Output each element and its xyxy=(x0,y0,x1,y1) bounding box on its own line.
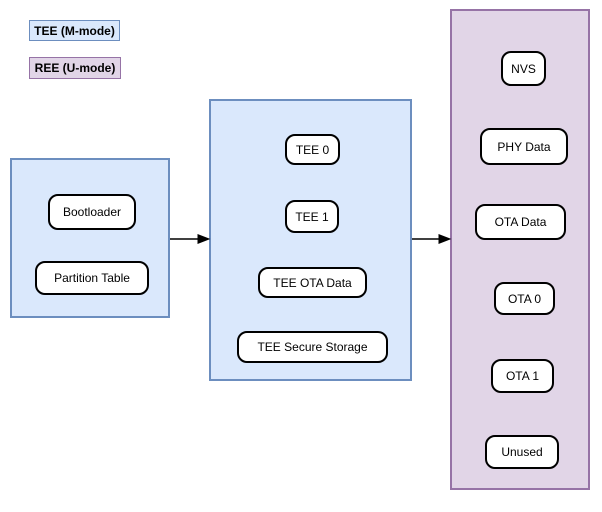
node-unused: Unused xyxy=(485,435,559,469)
node-tee-secure-storage: TEE Secure Storage xyxy=(237,331,388,363)
node-ota-data-label: OTA Data xyxy=(494,215,547,229)
legend-tee-label: TEE (M-mode) xyxy=(34,23,115,38)
node-tee-secure-storage-label: TEE Secure Storage xyxy=(257,340,368,354)
node-nvs-label: NVS xyxy=(511,61,536,76)
node-tee-ota-data-label: TEE OTA Data xyxy=(273,275,352,290)
node-bootloader: Bootloader xyxy=(48,194,136,230)
node-ota-1-label: OTA 1 xyxy=(505,369,540,383)
node-partition-table-label: Partition Table xyxy=(54,271,130,285)
node-bootloader-label: Bootloader xyxy=(62,205,122,219)
legend-tee-m-mode: TEE (M-mode) xyxy=(29,20,120,41)
legend-ree-label: REE (U-mode) xyxy=(34,61,116,75)
arrow-boot-to-tee xyxy=(170,233,211,245)
node-ota-data: OTA Data xyxy=(475,204,566,240)
node-ota-0-label: OTA 0 xyxy=(507,291,542,306)
node-tee-1: TEE 1 xyxy=(285,200,339,233)
ree-region: NVS PHY Data OTA Data OTA 0 OTA 1 Unused xyxy=(450,9,590,490)
node-tee-1-label: TEE 1 xyxy=(295,209,329,224)
tee-region: TEE 0 TEE 1 TEE OTA Data TEE Secure Stor… xyxy=(209,99,412,381)
node-partition-table: Partition Table xyxy=(35,261,149,295)
node-ota-1: OTA 1 xyxy=(491,359,554,393)
node-nvs: NVS xyxy=(501,51,546,86)
node-ota-0: OTA 0 xyxy=(494,282,555,315)
node-unused-label: Unused xyxy=(501,445,543,459)
node-phy-data: PHY Data xyxy=(480,128,568,165)
legend-ree-u-mode: REE (U-mode) xyxy=(29,57,121,79)
node-tee-0-label: TEE 0 xyxy=(295,142,330,157)
node-tee-ota-data: TEE OTA Data xyxy=(258,267,367,298)
node-tee-0: TEE 0 xyxy=(285,134,340,165)
boot-region: Bootloader Partition Table xyxy=(10,158,170,318)
arrow-tee-to-ree xyxy=(412,233,452,245)
node-phy-data-label: PHY Data xyxy=(497,139,551,154)
